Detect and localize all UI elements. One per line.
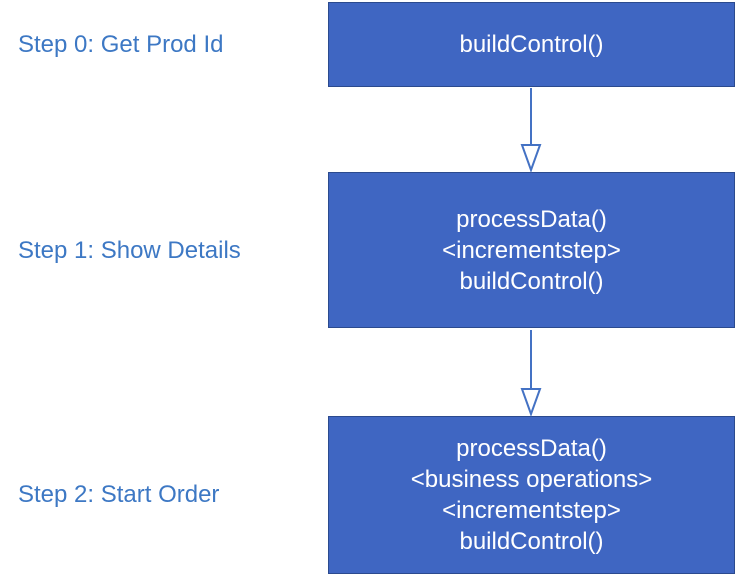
step-0-box: buildControl() xyxy=(328,2,735,87)
step-1-label: Step 1: Show Details xyxy=(18,237,241,264)
box-2-line-3: buildControl() xyxy=(459,528,604,555)
box-2-line-0: processData() xyxy=(456,435,607,462)
box-1-line-2: buildControl() xyxy=(459,267,604,295)
arrow-step-1-to-2 xyxy=(520,330,542,417)
arrow-0-head xyxy=(520,144,542,173)
box-0-line-0: buildControl() xyxy=(459,31,604,58)
step-1-box: processData() <incrementstep> buildContr… xyxy=(328,172,735,328)
box-2-line-1: <business operations> xyxy=(410,466,653,493)
arrow-step-0-to-1 xyxy=(520,88,542,173)
step-0-label: Step 0: Get Prod Id xyxy=(18,31,224,58)
arrow-1-head xyxy=(520,388,542,417)
step-2-box: processData() <business operations> <inc… xyxy=(328,416,735,574)
box-1-line-1: <incrementstep> xyxy=(442,236,621,264)
box-2-line-2: <incrementstep> xyxy=(442,497,621,524)
step-2-label: Step 2: Start Order xyxy=(18,481,220,508)
box-1-line-0: processData() xyxy=(456,205,607,233)
